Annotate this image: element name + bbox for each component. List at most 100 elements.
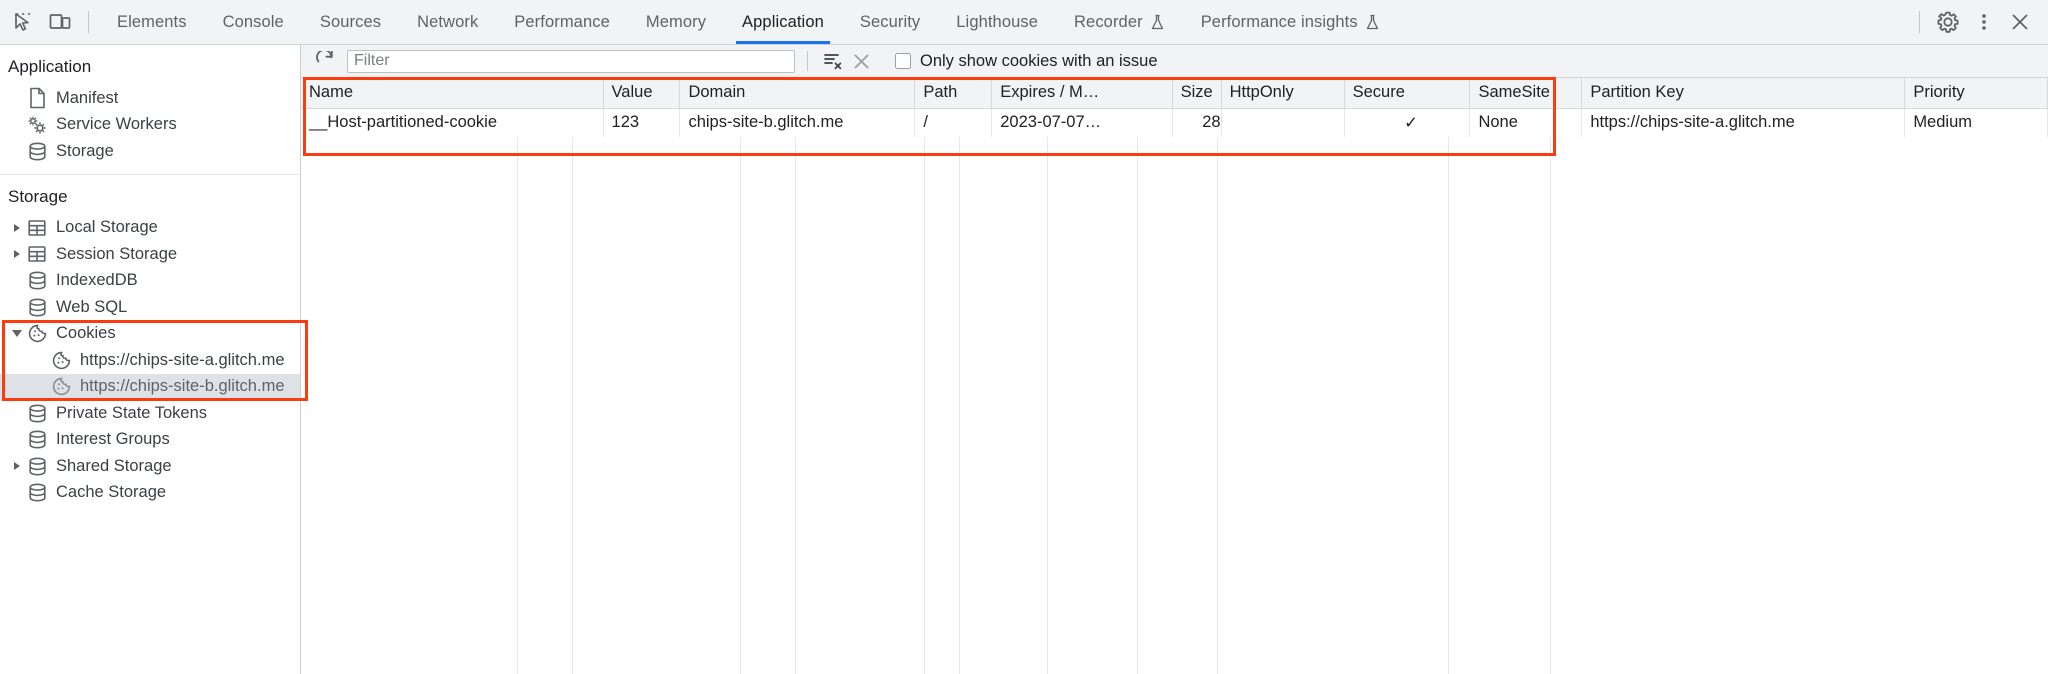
cell-size: 28 (1172, 108, 1222, 137)
table-grid-icon (25, 244, 49, 264)
gear-icon[interactable] (1930, 4, 1966, 40)
tab-recorder[interactable]: Recorder (1056, 0, 1183, 44)
sidebar-item-web-sql[interactable]: Web SQL (0, 294, 300, 321)
more-vertical-icon[interactable] (1966, 4, 2002, 40)
grid-col-secure (1047, 137, 1138, 674)
tab-sources[interactable]: Sources (302, 0, 399, 44)
sidebar-item-cookies-chips-site-a[interactable]: https://chips-site-a.glitch.me (0, 347, 300, 374)
sidebar-item-interest-groups[interactable]: Interest Groups (0, 427, 300, 454)
sidebar-divider (0, 173, 300, 175)
column-header-name[interactable]: Name (301, 78, 604, 109)
cell-domain: chips-site-b.glitch.me (679, 108, 916, 137)
tab-console[interactable]: Console (205, 0, 302, 44)
sidebar-item-label: Cache Storage (56, 483, 167, 502)
table-grid-icon (25, 218, 49, 238)
cell-httponly (1221, 108, 1345, 137)
tab-performance-insights[interactable]: Performance insights (1183, 0, 1398, 44)
sidebar-item-label: Session Storage (56, 244, 178, 263)
database-icon (25, 456, 49, 477)
clear-all-x-icon[interactable] (847, 48, 875, 74)
twisty-right-icon[interactable] (8, 462, 25, 471)
sidebar-item-cookies-chips-site-b[interactable]: https://chips-site-b.glitch.me (0, 373, 300, 400)
cell-expires: 2023-07-07… (991, 108, 1173, 137)
grid-col-size (924, 137, 960, 674)
clear-filtered-icon[interactable] (819, 48, 847, 74)
column-header-expires[interactable]: Expires / M… (991, 78, 1173, 109)
close-icon[interactable] (2002, 4, 2038, 40)
sidebar-item-label: Shared Storage (56, 456, 172, 475)
sidebar-item-private-state-tokens[interactable]: Private State Tokens (0, 400, 300, 427)
cell-partitionkey: https://chips-site-a.glitch.me (1581, 108, 1906, 137)
grid-col-domain (572, 137, 741, 674)
sidebar-item-label: Storage (56, 141, 114, 160)
grid-col-path (740, 137, 796, 674)
panel-body: Application Manifest (0, 45, 2048, 674)
toolbar-divider (88, 11, 89, 33)
sidebar-section-storage-title: Storage (8, 186, 68, 206)
twisty-down-icon[interactable] (8, 330, 25, 338)
panel-tabs: Elements Console Sources Network Perform… (99, 0, 1909, 44)
sidebar-item-cookies[interactable]: Cookies (0, 321, 300, 348)
tab-label: Application (742, 12, 824, 31)
tab-memory[interactable]: Memory (628, 0, 724, 44)
database-icon (25, 270, 49, 291)
inspect-cursor-icon[interactable] (6, 4, 42, 40)
table-header-row: Name Value Domain Path Expires / M… Size… (301, 78, 2048, 109)
filter-placeholder: Filter (354, 52, 390, 69)
device-toolbar-icon[interactable] (42, 4, 78, 40)
sidebar-item-local-storage[interactable]: Local Storage (0, 215, 300, 242)
service-workers-gears-icon (25, 114, 49, 136)
tab-performance[interactable]: Performance (496, 0, 628, 44)
cookie-icon (49, 350, 73, 371)
tab-elements[interactable]: Elements (99, 0, 205, 44)
column-header-secure[interactable]: Secure (1344, 78, 1471, 109)
tab-label: Memory (645, 12, 707, 31)
grid-col-samesite (1137, 137, 1218, 674)
toolbar-divider (1919, 11, 1920, 33)
cookies-toolbar: Filter Only show cookies with (301, 45, 2048, 78)
twisty-right-icon[interactable] (8, 223, 25, 232)
column-header-size[interactable]: Size (1172, 78, 1222, 109)
sidebar-item-session-storage[interactable]: Session Storage (0, 241, 300, 268)
grid-col-name (301, 137, 518, 674)
sidebar-item-indexeddb[interactable]: IndexedDB (0, 268, 300, 295)
grid-col-expires (795, 137, 925, 674)
filter-input[interactable]: Filter (347, 49, 795, 73)
column-header-domain[interactable]: Domain (679, 78, 916, 109)
issue-filter-checkbox[interactable] (895, 53, 911, 69)
grid-col-priority (1448, 137, 1551, 674)
refresh-icon[interactable] (311, 48, 339, 74)
sidebar-item-label: https://chips-site-a.glitch.me (80, 350, 285, 369)
sidebar-item-label: Service Workers (56, 115, 177, 134)
tab-label: Network (417, 12, 479, 31)
cookies-table: Name Value Domain Path Expires / M… Size… (301, 78, 2048, 137)
column-header-samesite[interactable]: SameSite (1469, 78, 1583, 109)
table-row[interactable]: __Host-partitioned-cookie 123 chips-site… (301, 108, 2048, 137)
empty-grid-columns (301, 137, 2048, 674)
sidebar-item-storage[interactable]: Storage (0, 138, 300, 165)
sidebar-item-shared-storage[interactable]: Shared Storage (0, 453, 300, 480)
tab-application[interactable]: Application (724, 0, 842, 44)
tab-lighthouse[interactable]: Lighthouse (938, 0, 1056, 44)
column-header-value[interactable]: Value (603, 78, 681, 109)
cell-name: __Host-partitioned-cookie (301, 108, 604, 137)
grid-col-httponly (959, 137, 1048, 674)
tab-security[interactable]: Security (842, 0, 938, 44)
manifest-file-icon (25, 87, 49, 109)
tab-network[interactable]: Network (399, 0, 496, 44)
cookies-pane: Filter Only show cookies with (301, 45, 2048, 674)
sidebar-item-cache-storage[interactable]: Cache Storage (0, 480, 300, 507)
sidebar-item-service-workers[interactable]: Service Workers (0, 112, 300, 139)
column-header-httponly[interactable]: HttpOnly (1221, 78, 1345, 109)
database-icon (25, 482, 49, 503)
cookie-icon (25, 323, 49, 344)
column-header-partitionkey[interactable]: Partition Key (1581, 78, 1906, 109)
database-icon (25, 429, 49, 450)
sidebar-item-label: https://chips-site-b.glitch.me (80, 377, 285, 396)
column-header-path[interactable]: Path (914, 78, 993, 109)
sidebar-item-manifest[interactable]: Manifest (0, 85, 300, 112)
twisty-right-icon[interactable] (8, 250, 25, 259)
database-icon (25, 297, 49, 318)
issue-filter-checkbox-row[interactable]: Only show cookies with an issue (895, 52, 1158, 71)
column-header-priority[interactable]: Priority (1904, 78, 2048, 109)
